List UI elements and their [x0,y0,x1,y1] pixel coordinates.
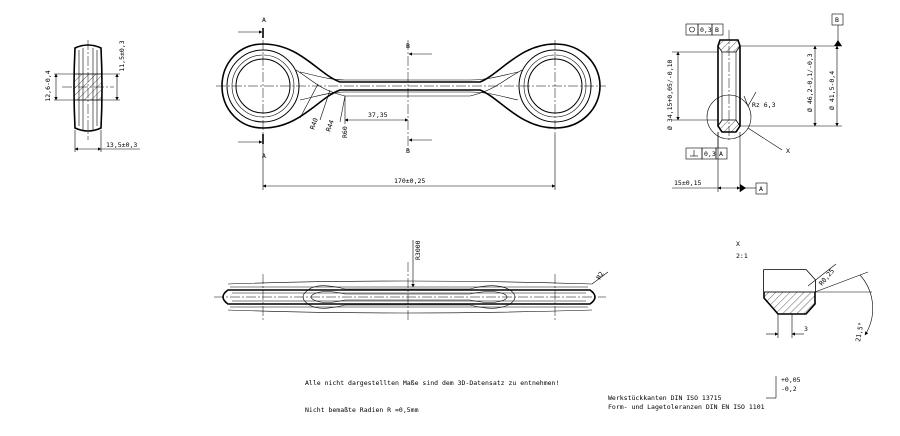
side-dim-width: 13,5±0,3 [106,141,137,149]
roughness-label: Rz 6,3 [752,101,776,109]
section-dim-outer: Ø 46,2-0,1/-0,3 [806,53,814,112]
front-dim-r60: R60 [341,126,349,138]
section-a-bottom: A [262,152,266,160]
detail-label: X [736,240,740,248]
datum-a-label: A [759,185,763,193]
section-b-top: B [406,42,410,50]
bottom-dim-r3000: R3000 [414,240,422,260]
side-dim-height: 12,6-0,4 [44,70,52,101]
detail-ref-x: X [786,147,790,155]
detail-dim-r: R0,25 [817,267,836,287]
section-b-bottom: B [406,147,410,155]
detail-scale: 2:1 [736,252,748,260]
detail-view: X 2:1 R0,25 21,5° 3 [736,240,874,343]
detail-dim-angle: 21,5° [854,322,865,343]
section-dim-width: 15±0,15 [674,179,701,187]
front-dim-offset: 37,35 [368,111,388,119]
note-radii: Nicht bemaßte Radien R =0,5mm [305,406,419,414]
standard-tolerances: Form- und Lagetoleranzen DIN EN ISO 1101 [608,403,765,411]
front-dim-r40: R40 [308,117,320,131]
section-a-top: A [262,16,266,24]
detail-dim-depth: 3 [804,325,808,333]
section-dim-bore: Ø 34,15+0,05/-0,10 [666,59,674,130]
bottom-dim-r2: R2 [595,270,606,281]
flatness-ref: B [715,26,719,34]
notes: Alle nicht dargestellten Maße sind dem 3… [305,376,801,414]
front-dim-length: 170±0,25 [394,177,425,185]
flatness-tolerance: 0,3 [700,26,712,34]
section-view: 0,3 B B Ø 34,15+0,05/-0,10 Ø 46,2-0,1/-0… [666,13,844,195]
datum-b-label: B [835,16,839,24]
note-3d-data: Alle nicht dargestellten Maße sind dem 3… [305,379,559,387]
front-dim-r44: R44 [324,119,336,133]
section-dim-outer2: Ø 41,5-0,4 [828,71,836,110]
edge-lower-tol: -0,2 [781,385,797,393]
perp-ref: A [719,150,723,158]
standard-edges: Werkstückkanten DIN ISO 13715 [608,394,722,402]
perp-tolerance: 0,3 [704,150,716,158]
edge-upper-tol: +0,05 [781,376,801,384]
side-view: 12,6-0,4 11,5±0,3 13,5±0,3 [44,40,140,152]
front-view: A A B B R40 R44 R60 37,35 170±0,25 [216,16,606,190]
side-dim-hub: 11,5±0,3 [118,40,126,71]
bottom-view: R3000 R2 [214,240,609,322]
